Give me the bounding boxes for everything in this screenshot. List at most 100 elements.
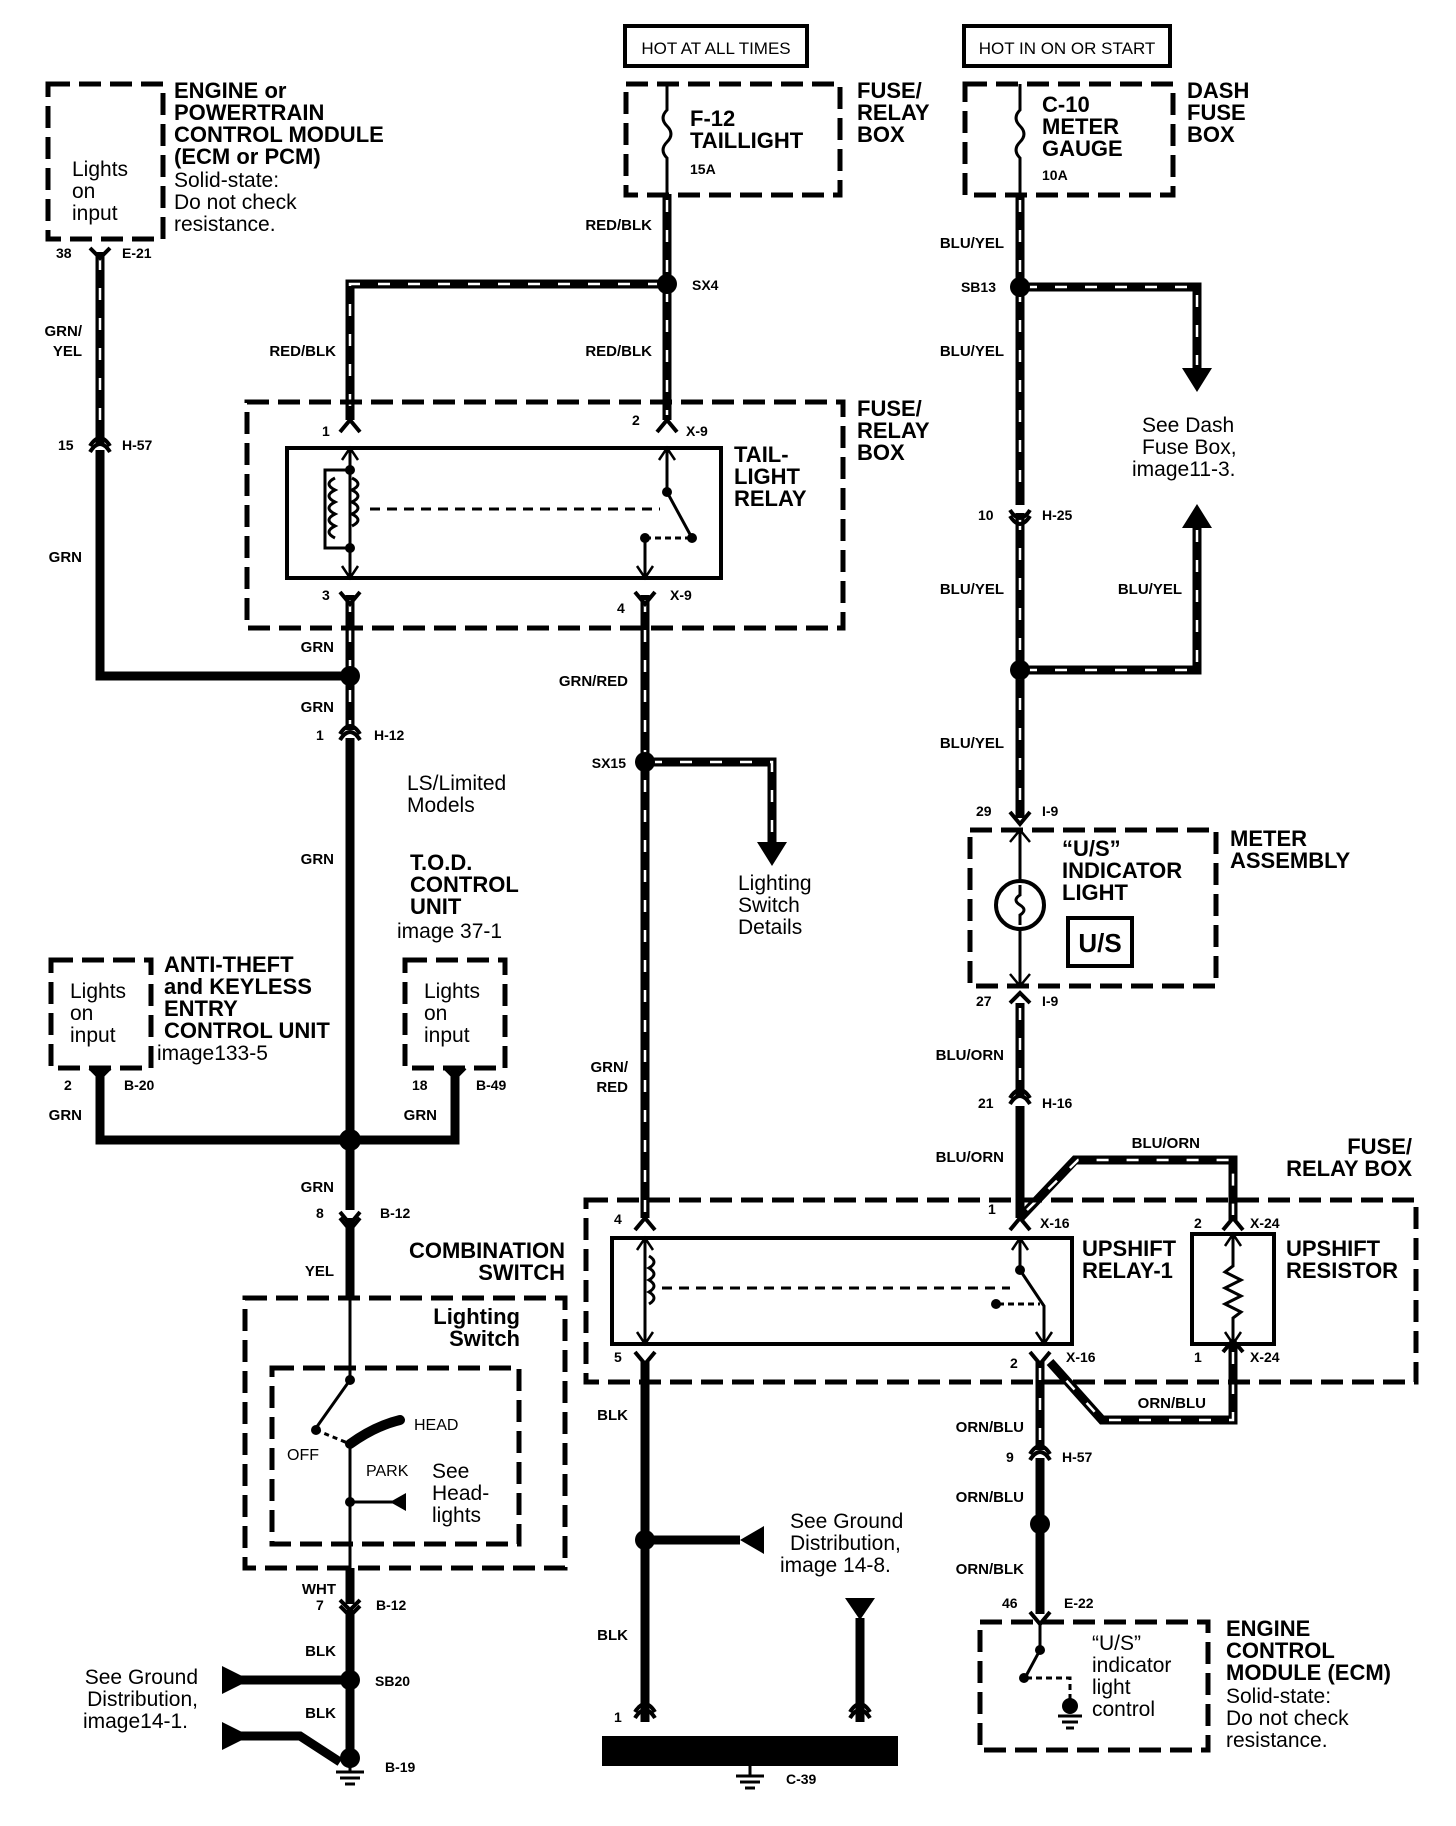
- lighting-details-note: Lighting Switch Details: [738, 872, 812, 939]
- ecm-title-2: CONTROL: [1226, 1638, 1335, 1663]
- wire-grn-2: GRN: [301, 639, 334, 656]
- us-light-2: INDICATOR: [1062, 858, 1182, 883]
- position-off: OFF: [287, 1447, 319, 1464]
- conn-h25-pin: 10: [978, 507, 994, 523]
- anti-theft-title-2: and KEYLESS: [164, 974, 312, 999]
- hot-at-all-times-label: HOT AT ALL TIMES: [641, 39, 790, 58]
- ecm-module: “U/S” indicator light control ENGINE CON…: [977, 1595, 1391, 1753]
- taillight-relay-box-1: FUSE/: [857, 396, 922, 421]
- arrow-right-icon: [740, 1526, 764, 1554]
- fuse-c10-box-2: FUSE: [1187, 100, 1246, 125]
- ground-left: See Ground Distribution, image14-1. SB20…: [83, 1666, 416, 1786]
- hot-in-on-or-start-box: HOT IN ON OR START: [962, 24, 1172, 68]
- ecm-pcm-title-4: (ECM or PCM): [174, 144, 321, 169]
- conn-h57-left-pin: 15: [58, 437, 74, 453]
- upshift-relay-pin-1: 1: [988, 1201, 996, 1217]
- upshift-relay: UPSHIFT RELAY-1 FUSE/ RELAY BOX 4 1 X-16…: [583, 1134, 1419, 1385]
- ecm-inner-1: “U/S”: [1092, 1632, 1141, 1655]
- combination-switch: COMBINATION SWITCH Lighting Switch OFF P…: [242, 1238, 568, 1571]
- meter-pin-bottom: 27: [976, 993, 992, 1009]
- anti-theft-inner-3: input: [70, 1024, 116, 1047]
- arrow-down-icon: [757, 842, 787, 866]
- tod-pin: 18: [412, 1077, 428, 1093]
- splice-sx15: SX15: [592, 755, 626, 771]
- upshift-relay-pin-5: 5: [614, 1349, 622, 1365]
- taillight-relay-title-1: TAIL-: [734, 442, 789, 467]
- conn-h16-pin: 21: [978, 1095, 994, 1111]
- position-head: HEAD: [414, 1417, 458, 1434]
- tod-connector: B-49: [476, 1077, 507, 1093]
- wire-wht: WHT: [302, 1581, 336, 1598]
- arrows: [222, 368, 1212, 1750]
- wire-red-blk-3: RED/BLK: [269, 343, 336, 360]
- wire-red-blk-1: RED/BLK: [585, 217, 652, 234]
- taillight-fuse: F-12 TAILLIGHT 15A FUSE/ RELAY BOX: [623, 78, 930, 198]
- anti-theft-title-1: ANTI-THEFT: [164, 952, 294, 977]
- wire-blu-yel-5: BLU/YEL: [940, 735, 1004, 752]
- us-badge: U/S: [1078, 928, 1121, 958]
- arrow-right-icon: [222, 1666, 250, 1694]
- ground-left-1: See Ground: [85, 1666, 198, 1689]
- ground-left-2: Distribution,: [87, 1688, 198, 1711]
- upshift-relay-conn-bottom: X-16: [1066, 1349, 1096, 1365]
- arrow-down-icon: [845, 1598, 875, 1620]
- ecm-pcm-connector: E-21: [122, 245, 152, 261]
- ground-mid-1: See Ground: [790, 1510, 903, 1533]
- ecm-inner-3: light: [1092, 1676, 1131, 1699]
- upshift-resistor-pin-top: 2: [1194, 1215, 1202, 1231]
- tod-title-2: CONTROL: [410, 872, 519, 897]
- anti-theft-title-4: CONTROL UNIT: [164, 1018, 330, 1043]
- hot-at-all-times-box: HOT AT ALL TIMES: [623, 24, 809, 68]
- ecm-inner-2: indicator: [1092, 1654, 1171, 1677]
- ecm-inner-4: control: [1092, 1698, 1155, 1721]
- anti-theft-ref: image133-5: [157, 1042, 268, 1065]
- fuse-f12-box-1: FUSE/: [857, 78, 922, 103]
- upshift-resistor-title-1: UPSHIFT: [1286, 1236, 1381, 1261]
- ground-mid: See Ground Distribution, image 14-8. C-3…: [602, 1510, 903, 1790]
- conn-h12-pin: 1: [316, 727, 324, 743]
- conn-h57-right-pin: 9: [1006, 1449, 1014, 1465]
- taillight-relay-conn-top: X-9: [686, 423, 708, 439]
- conn-h12-id: H-12: [374, 727, 405, 743]
- upshift-resistor-conn-top: X-24: [1250, 1215, 1280, 1231]
- ecm-note-2: Do not check: [1226, 1707, 1349, 1730]
- see-headlights-3: lights: [432, 1504, 481, 1527]
- wire-blk-3: BLK: [597, 1407, 628, 1424]
- meter-pin-top: 29: [976, 803, 992, 819]
- ecm-title-1: ENGINE: [1226, 1616, 1310, 1641]
- upshift-box-2: RELAY BOX: [1286, 1156, 1412, 1181]
- wire-blk-2: BLK: [305, 1705, 336, 1722]
- ecm-note-1: Solid-state:: [1226, 1685, 1331, 1708]
- wire-red-blk-2: RED/BLK: [585, 343, 652, 360]
- ecm-pcm-title-2: POWERTRAIN: [174, 100, 324, 125]
- see-headlights-1: See: [432, 1460, 469, 1483]
- ecm-pcm-inner-3: input: [72, 202, 118, 225]
- ecm-pcm-note-1: Solid-state:: [174, 169, 279, 192]
- tod-inner-1: Lights: [424, 980, 480, 1003]
- anti-theft-pin: 2: [64, 1077, 72, 1093]
- ecm-pin: 46: [1002, 1595, 1018, 1611]
- upshift-box-1: FUSE/: [1347, 1134, 1412, 1159]
- comb-switch-title-1: COMBINATION: [409, 1238, 565, 1263]
- ground-mid-2: Distribution,: [790, 1532, 901, 1555]
- upshift-resistor-pin-bottom: 1: [1194, 1349, 1202, 1365]
- wire-blu-yel-1: BLU/YEL: [940, 235, 1004, 252]
- upshift-resistor-conn-bottom: X-24: [1250, 1349, 1280, 1365]
- wire-grn-yel-1: GRN/: [45, 323, 83, 340]
- conn-b12-bottom-pin: 7: [316, 1597, 324, 1613]
- fuse-f12-box-3: BOX: [857, 122, 905, 147]
- anti-theft-connector: B-20: [124, 1077, 155, 1093]
- fuse-f12-name: TAILLIGHT: [690, 128, 804, 153]
- ecm-pcm-note-3: resistance.: [174, 213, 276, 236]
- wire-grn-red-1: GRN/RED: [559, 673, 628, 690]
- wire-grn-3: GRN: [301, 699, 334, 716]
- wire-grn-1: GRN: [49, 549, 82, 566]
- ground-left-id: B-19: [385, 1759, 416, 1775]
- ecm-pcm-inner-2: on: [72, 180, 95, 203]
- anti-theft-inner-2: on: [70, 1002, 93, 1025]
- wire-grn-yel-2: YEL: [53, 343, 82, 360]
- see-dash-fuse-1: See Dash: [1142, 414, 1234, 437]
- conn-b12-bottom-id: B-12: [376, 1597, 407, 1613]
- tod-model-2: Models: [407, 794, 475, 817]
- splice-labels: SX4 SB13 SX15: [592, 277, 996, 771]
